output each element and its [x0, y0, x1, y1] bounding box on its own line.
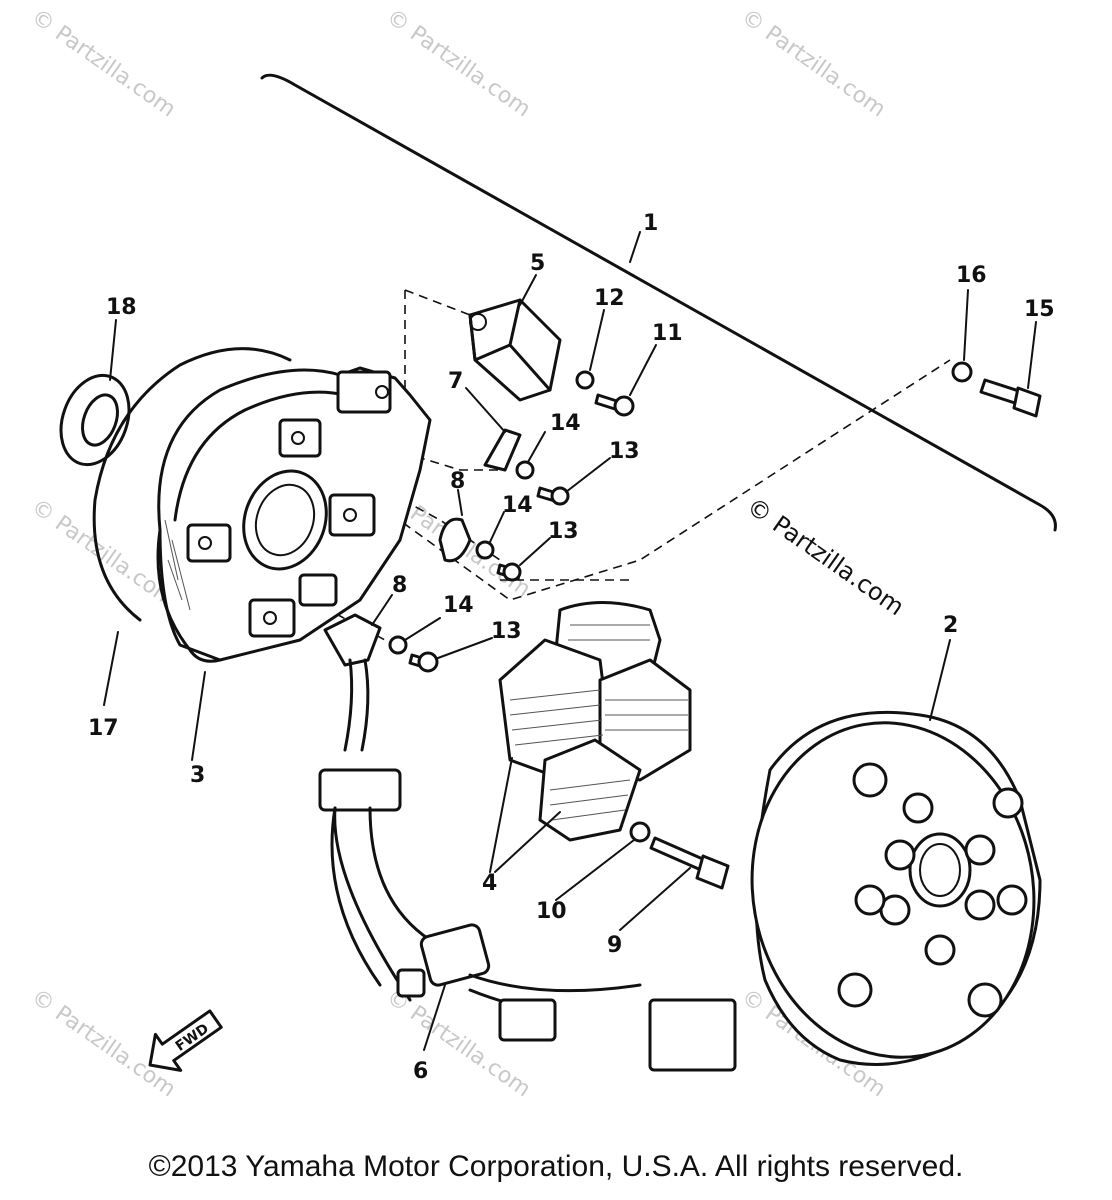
screw-13b [496, 562, 522, 582]
callout-14c: 14 [443, 593, 474, 618]
leader-16 [963, 289, 969, 361]
callout-7: 7 [448, 369, 463, 394]
callout-16: 16 [956, 263, 987, 288]
leader-7 [465, 387, 506, 433]
callouts: 1 2 3 4 5 6 7 8 8 9 10 11 12 13 13 13 14… [88, 211, 1055, 1084]
washer-16 [951, 361, 973, 383]
leader-15 [1027, 321, 1037, 389]
callout-6: 6 [413, 1059, 428, 1084]
washer-12 [575, 370, 595, 390]
callout-17: 17 [88, 716, 119, 741]
watermark-main: © Partzilla.com [742, 492, 910, 621]
leader-4 [489, 757, 561, 873]
o-ring [92, 347, 292, 622]
callout-2: 2 [943, 613, 958, 638]
cord-clamp-8a [438, 517, 472, 563]
callout-5: 5 [530, 251, 545, 276]
wire-harness [318, 658, 737, 1072]
clamp-7 [483, 428, 522, 472]
leader-13b [519, 537, 551, 566]
screw-13c [408, 651, 439, 673]
callout-9: 9 [607, 933, 622, 958]
callout-4: 4 [482, 871, 497, 896]
watermark: © Partzilla.com [737, 4, 890, 122]
leader-18 [109, 319, 117, 381]
leader-6 [423, 984, 446, 1051]
callout-8a: 8 [450, 469, 465, 494]
callout-10: 10 [536, 899, 567, 924]
callout-13c: 13 [491, 619, 522, 644]
leader-14a [527, 431, 546, 463]
screw-13a [536, 486, 570, 506]
leader-11 [629, 344, 657, 396]
callout-13b: 13 [548, 519, 579, 544]
callout-15: 15 [1024, 297, 1055, 322]
washer-14a [515, 460, 535, 480]
washer-10 [629, 821, 651, 843]
bolt-15 [979, 378, 1042, 418]
callout-3: 3 [190, 763, 205, 788]
callout-14a: 14 [550, 411, 581, 436]
leader-5 [519, 274, 537, 306]
generator-coils [498, 601, 692, 842]
bolt-9 [649, 836, 730, 890]
leader-9 [619, 867, 691, 931]
leader-8b [371, 594, 393, 626]
callout-11: 11 [652, 321, 683, 346]
leader-14c [404, 617, 441, 641]
leader-3 [191, 671, 206, 761]
leader-13c [437, 637, 493, 659]
callout-13a: 13 [609, 439, 640, 464]
leader-8a [457, 489, 463, 516]
leader-12 [589, 309, 605, 371]
leader-10 [555, 839, 635, 901]
leader-2 [929, 639, 951, 721]
leader-14b [489, 511, 505, 543]
cord-clamp-8b [323, 613, 382, 667]
callout-8b: 8 [392, 573, 407, 598]
watermark: © Partzilla.com [27, 4, 180, 122]
watermark: © Partzilla.com [382, 4, 535, 122]
callout-18: 18 [106, 295, 137, 320]
leader-13a [565, 457, 611, 493]
pickup-coil [468, 298, 562, 402]
stator-base [156, 366, 432, 663]
screw-11 [594, 393, 635, 417]
copyright-notice: ©2013 Yamaha Motor Corporation, U.S.A. A… [148, 1150, 964, 1183]
flywheel-rotor [750, 710, 1042, 1066]
washer-14b [475, 540, 495, 560]
oil-seal [59, 373, 131, 467]
assembly-bracket [260, 73, 1057, 532]
leader-17 [103, 631, 119, 706]
callout-1: 1 [643, 211, 658, 236]
callout-12: 12 [594, 286, 625, 311]
leader-1 [629, 231, 641, 263]
washer-14c [388, 635, 408, 655]
callout-14b: 14 [502, 493, 533, 518]
